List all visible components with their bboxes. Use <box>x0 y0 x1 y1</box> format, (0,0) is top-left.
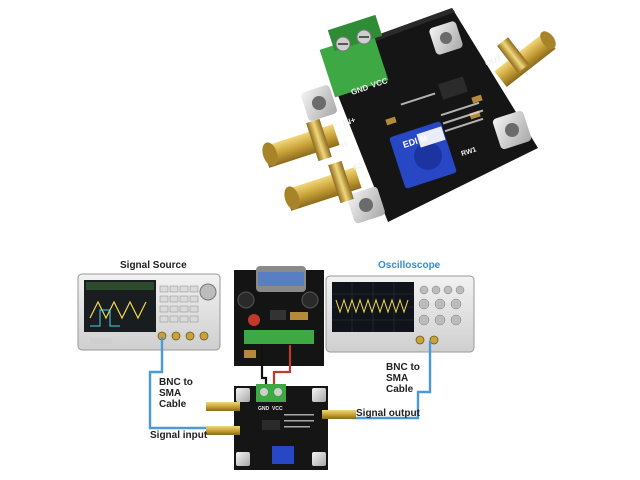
standoff-bottom-left <box>347 186 385 224</box>
standoff-top-left <box>301 85 337 121</box>
silk-rw1: RW1 <box>460 146 477 157</box>
silk-out: OUT <box>484 54 503 68</box>
label-bnc-right: BNC to SMA Cable <box>386 362 420 395</box>
silk-vcc-small: VCC <box>272 406 283 412</box>
silk-gnd-small: GND <box>258 406 270 412</box>
amplifier-module-small: GND VCC <box>206 384 356 470</box>
label-signal-source: Signal Source <box>120 260 187 271</box>
standoff-top-right <box>429 21 463 55</box>
label-oscilloscope: Oscilloscope <box>378 260 441 271</box>
sma-input-connector-1 <box>262 118 340 168</box>
amplifier-module-closeup: GND VCC IN+ OUT S1 S2 RW1 EDI M <box>262 8 556 224</box>
silk-s1: S1 <box>338 141 348 150</box>
label-bnc-left: BNC to SMA Cable <box>159 377 193 410</box>
cable-power-red <box>272 344 292 392</box>
label-signal-output: Signal output <box>356 408 420 419</box>
sma-output-connector <box>494 31 556 87</box>
cable-input <box>148 336 216 430</box>
signal-generator <box>77 273 221 351</box>
standoff-bottom-right <box>492 110 532 150</box>
silk-in: IN+ <box>342 115 357 128</box>
label-signal-input: Signal input <box>150 430 208 441</box>
trim-potentiometer <box>389 121 457 189</box>
silk-s2: S2 <box>352 163 362 172</box>
power-supply-board <box>234 266 324 366</box>
power-terminal-block <box>319 14 389 98</box>
oscilloscope <box>325 275 475 353</box>
cable-output <box>350 340 432 420</box>
sma-input-connector-2 <box>284 160 362 211</box>
